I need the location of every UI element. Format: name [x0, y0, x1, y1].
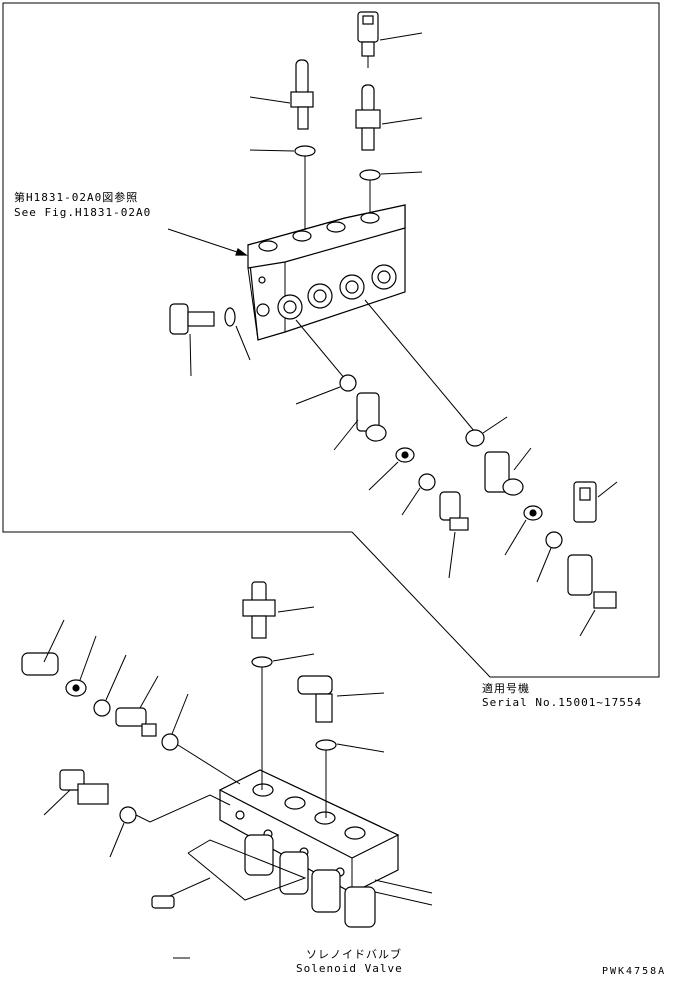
elbow-fitting-left — [249, 59, 314, 130]
detail-frame — [2, 2, 660, 678]
o-ring-port-2 — [465, 429, 485, 447]
figure-reference-jp: 第H1831-02A0図参照 — [14, 191, 139, 204]
manifold-block-upper — [247, 204, 406, 341]
side-elbow-fitting — [169, 303, 251, 377]
serial-range-label: Serial No.15001~17554 — [482, 696, 643, 709]
o-ring-lower-2 — [315, 739, 337, 751]
o-ring-port-1b — [418, 473, 436, 491]
o-ring-top-left — [294, 145, 316, 157]
drawing-code: PWK4758A — [602, 966, 667, 977]
orifice-fitting-2 — [567, 554, 617, 637]
applicability-label-jp: 適用号機 — [482, 682, 530, 695]
cartridge-valve-1 — [333, 392, 387, 451]
cartridge-valve-lower — [21, 619, 65, 676]
figure-reference-en: See Fig.H1831-02A0 — [14, 206, 152, 219]
o-ring-top-right — [359, 169, 381, 181]
o-ring-lower-5 — [119, 806, 137, 824]
pressure-sensor-side — [573, 481, 618, 523]
o-ring-lower-4 — [161, 733, 179, 751]
orifice-fitting-1 — [439, 491, 469, 579]
check-plug-1 — [368, 447, 415, 491]
cartridge-valve-2 — [484, 447, 532, 496]
orifice-fitting-lower — [115, 675, 159, 737]
part-name-jp: ソレノイドバルブ — [306, 948, 402, 961]
sensor-fitting-lower — [151, 877, 211, 909]
elbow-fitting-lower — [297, 675, 385, 723]
check-plug-lower — [65, 635, 97, 697]
check-plug-2 — [504, 505, 543, 556]
o-ring-port-2b — [545, 531, 563, 549]
manifold-block-lower — [218, 769, 433, 928]
pressure-sensor-top — [357, 11, 423, 68]
tee-fitting-side — [43, 769, 109, 816]
part-name-en: Solenoid Valve — [296, 962, 403, 975]
tee-fitting-lower — [242, 581, 315, 639]
o-ring-lower-3 — [93, 699, 111, 717]
o-ring-port-1 — [339, 374, 357, 392]
elbow-fitting-right — [355, 84, 423, 151]
o-ring-lower-1 — [251, 656, 273, 668]
